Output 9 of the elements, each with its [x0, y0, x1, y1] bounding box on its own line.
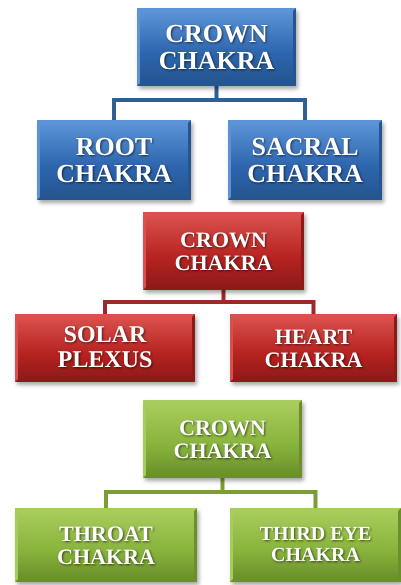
- chakra-box: ROOT CHAKRA: [37, 120, 191, 200]
- chakra-box: CROWN CHAKRA: [137, 8, 296, 86]
- chakra-box: THROAT CHAKRA: [15, 508, 197, 582]
- chakra-box: THIRD EYE CHAKRA: [230, 508, 401, 582]
- chakra-box: CROWN CHAKRA: [143, 212, 304, 290]
- chakra-box: CROWN CHAKRA: [143, 400, 302, 478]
- chakra-box: SOLAR PLEXUS: [15, 314, 195, 382]
- chakra-box: HEART CHAKRA: [230, 314, 397, 382]
- chakra-box: SACRAL CHAKRA: [228, 120, 382, 200]
